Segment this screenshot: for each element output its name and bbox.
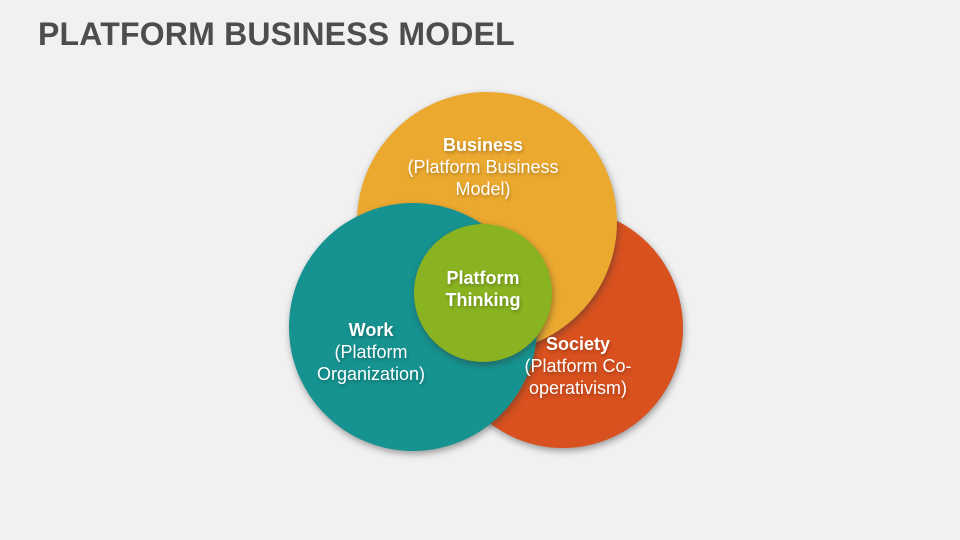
business-label-subtitle-line2: Model) [455, 179, 511, 199]
society-label: Society (Platform Co- operativism) [524, 333, 631, 399]
business-label-subtitle-line1: (Platform Business [407, 157, 559, 177]
work-label-subtitle-line1: (Platform [334, 342, 408, 362]
society-label-subtitle-line2: operativism) [528, 378, 628, 398]
page-title: PLATFORM BUSINESS MODEL [38, 16, 515, 52]
society-label-subtitle-line1: (Platform Co- [524, 356, 632, 376]
work-label: Work (Platform Organization) [317, 319, 425, 385]
work-label-subtitle-line2: Organization) [316, 364, 426, 384]
center-overlap-circle [414, 224, 552, 362]
society-label-title: Society [545, 334, 611, 354]
work-label-title: Work [348, 320, 394, 340]
center-label-line1: Platform [446, 268, 520, 288]
center-label-line2: Thinking [445, 290, 521, 310]
business-label-title: Business [442, 135, 524, 155]
center-label: Platform Thinking [446, 267, 521, 311]
business-label: Business (Platform Business Model) [407, 134, 558, 200]
